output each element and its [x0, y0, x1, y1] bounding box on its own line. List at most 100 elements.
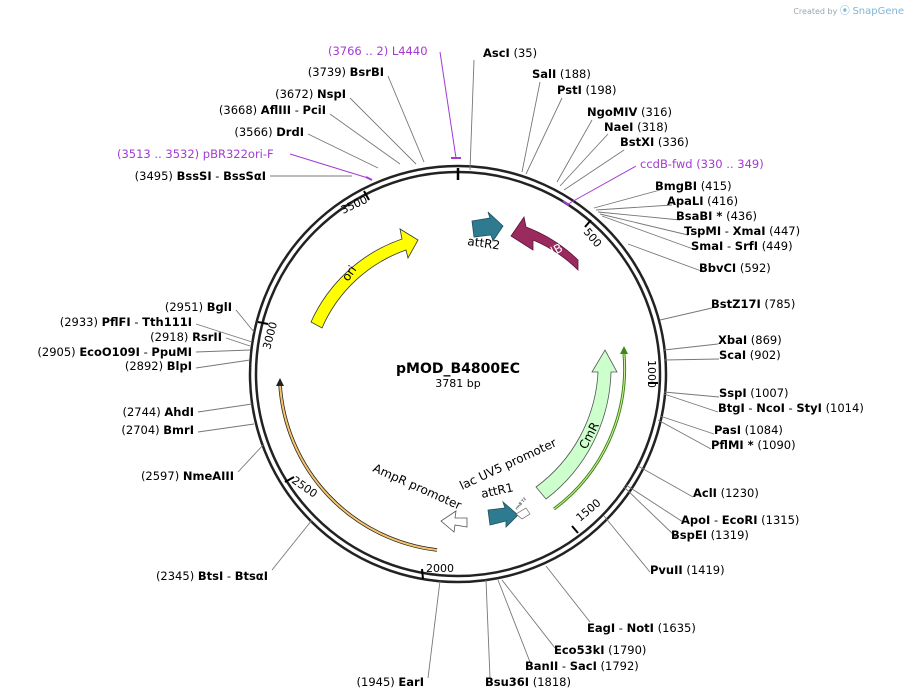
enzyme-leader-line: [559, 133, 609, 187]
enzyme-leader-line: [563, 149, 625, 191]
enzyme-labels: AscI (35) SalI (188) PstI (198) NgoMIV (316…: [37, 46, 863, 689]
CmR-gene-line-hl: [553, 353, 626, 510]
enzyme-label[interactable]: NaeI (318): [604, 120, 668, 134]
enzyme-label[interactable]: (2597) NmeAIII: [141, 469, 234, 483]
ccdB-feature[interactable]: [510, 215, 579, 271]
attR2-feature[interactable]: [471, 211, 504, 242]
enzyme-leader-line: [597, 211, 681, 221]
enzyme-label[interactable]: (1945) EarI: [357, 675, 424, 689]
CmR-feature[interactable]: [535, 349, 618, 500]
ori-feature[interactable]: [310, 228, 419, 329]
enzyme-label[interactable]: XbaI (869): [718, 333, 782, 347]
primer-mark-ccdb-fwd: [562, 200, 570, 206]
plasmid-name: pMOD_B4800EC: [396, 361, 520, 377]
attR2-label: attR2: [467, 234, 501, 252]
primer-leader-line: [439, 51, 457, 159]
enzyme-label[interactable]: (2892) BlpI: [125, 359, 192, 373]
enzyme-label[interactable]: ScaI (902): [719, 348, 781, 362]
tick-2000: 2000: [421, 562, 454, 580]
enzyme-leader-line: [663, 391, 720, 398]
enzyme-leader-line: [329, 113, 401, 165]
primer-label[interactable]: (3766 .. 2) L4440: [328, 44, 428, 58]
enzyme-leader-line: [659, 415, 715, 435]
enzyme-leader-line: [497, 579, 531, 663]
primer-label[interactable]: (3513 .. 3532) pBR322ori-F: [117, 147, 274, 161]
enzyme-label[interactable]: (3566) DrdI: [234, 125, 304, 139]
enzyme-leader-line: [197, 423, 255, 433]
enzyme-leader-line: [195, 349, 251, 353]
enzyme-leader-line: [593, 189, 661, 209]
enzyme-label[interactable]: (3672) NspI: [275, 87, 346, 101]
enzyme-label[interactable]: AclI (1230): [693, 486, 759, 500]
enzyme-leader-line: [595, 204, 673, 211]
enzyme-leader-line: [556, 119, 593, 183]
enzyme-leader-line: [307, 133, 379, 169]
AmpR-promoter-feature[interactable]: [440, 510, 468, 533]
enzyme-label[interactable]: TspMI - XmaI (447): [684, 224, 800, 238]
enzyme-label[interactable]: EagI - NotI (1635): [587, 621, 696, 635]
primer-label[interactable]: ccdB-fwd (330 .. 349): [640, 157, 764, 171]
enzyme-label[interactable]: BspEI (1319): [671, 528, 749, 542]
enzyme-label[interactable]: BtgI - NcoI - StyI (1014): [718, 401, 864, 415]
CmR-gene-arrowhead: [620, 346, 628, 354]
enzyme-label[interactable]: SmaI - SrfI (449): [691, 239, 793, 253]
lacUV5-feature[interactable]: [515, 507, 531, 520]
enzyme-leader-line: [195, 323, 253, 343]
backbone-outer: [248, 164, 668, 584]
enzyme-leader-line: [469, 59, 475, 171]
enzyme-label[interactable]: (2704) BmrI: [121, 423, 194, 437]
enzyme-label[interactable]: PstI (198): [557, 83, 616, 97]
attR1-label: attR1: [480, 480, 515, 501]
enzyme-label[interactable]: SspI (1007): [719, 386, 789, 400]
enzyme-label[interactable]: NgoMIV (316): [587, 105, 672, 119]
enzyme-label[interactable]: (3739) BsrBI: [308, 65, 384, 79]
primer-leader-line: [567, 165, 637, 205]
tick-1000: 1000: [645, 360, 658, 388]
AmpR-gene-arrowhead: [276, 378, 284, 386]
attR1-feature[interactable]: [487, 500, 519, 528]
enzyme-leader-line: [625, 484, 684, 523]
snapgene-credit: Created by ⦿ SnapGene: [793, 2, 904, 17]
enzyme-label[interactable]: (2345) BtsI - BtsαI: [156, 569, 268, 583]
enzyme-leader-line: [225, 337, 251, 347]
enzyme-label[interactable]: BanII - SacI (1792): [525, 659, 639, 673]
enzyme-label[interactable]: ApaLI (416): [667, 194, 738, 208]
enzyme-leader-line: [627, 243, 705, 273]
enzyme-leader-line: [525, 97, 563, 175]
enzyme-label[interactable]: PvuII (1419): [650, 563, 725, 577]
enzyme-label[interactable]: PasI (1084): [714, 423, 783, 437]
enzyme-label[interactable]: (2951) BglI: [165, 300, 232, 314]
enzyme-label[interactable]: (2744) AhdI: [122, 405, 194, 419]
enzyme-label[interactable]: SalI (188): [532, 67, 591, 81]
enzyme-label[interactable]: (2905) EcoO109I - PpuMI: [37, 345, 192, 359]
enzyme-leader-line: [387, 75, 425, 163]
primer-leader-line: [289, 153, 369, 179]
enzyme-leader-line: [601, 215, 697, 251]
enzyme-leader-line: [427, 580, 441, 679]
enzyme-leader-line: [521, 81, 541, 173]
enzyme-label[interactable]: PflMI * (1090): [711, 438, 796, 452]
enzyme-label[interactable]: BbvCI (592): [699, 261, 771, 275]
enzyme-leader-line: [237, 443, 265, 473]
plasmid-length: 3781 bp: [435, 377, 480, 390]
enzyme-label[interactable]: Eco53kI (1790): [554, 643, 646, 657]
enzyme-label[interactable]: BsaBI * (436): [676, 209, 757, 223]
enzyme-label[interactable]: (2918) RsrII: [150, 330, 222, 344]
enzyme-label[interactable]: BstZ17I (785): [711, 297, 795, 311]
enzyme-leader-line: [623, 486, 677, 538]
enzyme-label[interactable]: BmgBI (415): [655, 179, 732, 193]
enzyme-leader-line: [663, 358, 720, 361]
enzyme-label[interactable]: AscI (35): [483, 46, 537, 60]
enzyme-leader-line: [663, 393, 719, 413]
enzyme-label[interactable]: ApoI - EcoRI (1315): [681, 513, 799, 527]
enzyme-label[interactable]: (3668) AflIII - PciI: [219, 103, 326, 117]
enzyme-leader-line: [501, 579, 556, 649]
credit-prefix: Created by: [793, 7, 838, 16]
enzyme-label[interactable]: Bsu36I (1818): [485, 675, 571, 689]
enzyme-label[interactable]: (2933) PflFI - Tth111I: [60, 315, 192, 329]
enzyme-label[interactable]: BstXI (336): [620, 135, 689, 149]
AmpR-promoter-label: AmpR promoter: [371, 461, 464, 513]
snapgene-icon: ⦿: [839, 6, 850, 17]
enzyme-label[interactable]: (3495) BssSI - BssSαI: [135, 169, 266, 183]
enzyme-leader-line: [235, 309, 255, 333]
